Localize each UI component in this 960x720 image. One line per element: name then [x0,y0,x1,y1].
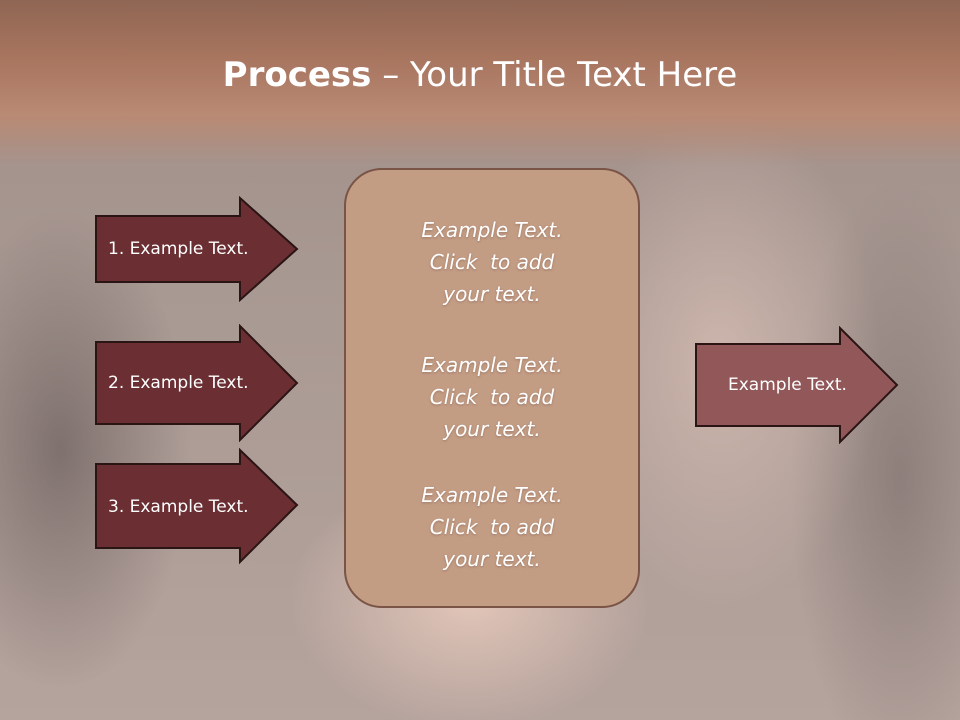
text-line: Example Text. [421,218,563,242]
text-line: Click to add [429,250,555,274]
result-arrow[interactable]: Example Text. [694,326,900,444]
title-rest: Your Title Text Here [410,55,738,95]
arrow-right-icon [95,448,299,565]
text-line: your text. [443,417,541,441]
slide-title[interactable]: Process – Your Title Text Here [0,52,960,98]
text-line: Example Text. [421,353,563,377]
text-line: your text. [443,282,541,306]
title-banner [0,0,960,165]
text-line: Click to add [429,515,555,539]
arrow-right-icon [695,326,899,444]
text-block-1: Example Text. Click to add your text. [346,214,638,310]
text-line: your text. [443,547,541,571]
step-arrow-label: 2. Example Text. [108,373,249,393]
arrow-right-icon [95,196,299,302]
text-block-2: Example Text. Click to add your text. [346,349,638,445]
text-block-3: Example Text. Click to add your text. [346,479,638,575]
step-arrow-1[interactable]: 1. Example Text. [94,196,300,302]
step-arrow-label: 3. Example Text. [108,497,249,517]
step-arrow-2[interactable]: 2. Example Text. [94,324,300,442]
title-bold: Process [222,55,372,95]
arrow-right-icon [95,324,299,442]
text-line: Click to add [429,385,555,409]
title-separator: – [382,55,400,95]
step-arrow-3[interactable]: 3. Example Text. [94,448,300,566]
step-arrow-label: 1. Example Text. [108,239,249,259]
center-text-box[interactable]: Example Text. Click to add your text. Ex… [344,168,640,608]
text-line: Example Text. [421,483,563,507]
result-arrow-label: Example Text. [728,375,847,395]
